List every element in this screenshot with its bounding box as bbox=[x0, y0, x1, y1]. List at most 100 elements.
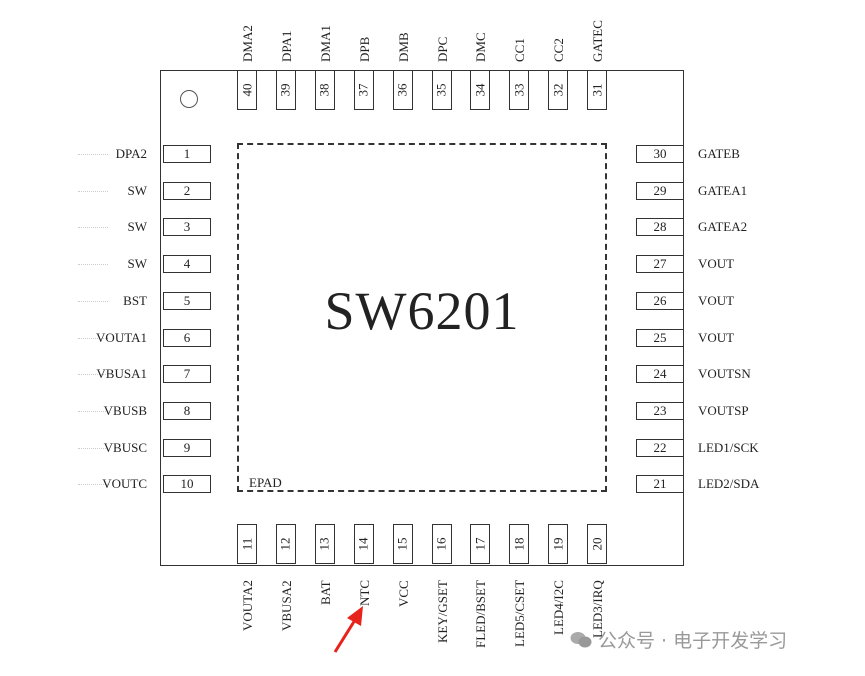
watermark-text: 公众号 · 电子开发学习 bbox=[598, 630, 788, 652]
exposed-pad bbox=[237, 143, 607, 492]
pin-label: DPB bbox=[356, 36, 372, 62]
pin-label: VOUT bbox=[698, 329, 735, 345]
red-arrow-icon bbox=[333, 606, 363, 653]
pin-label: VBUSA2 bbox=[278, 580, 294, 631]
pin-label: VOUTSN bbox=[698, 366, 751, 382]
pin-label: VCC bbox=[395, 580, 411, 607]
pin-number: 29 bbox=[636, 181, 684, 200]
pin-number: 6 bbox=[163, 328, 211, 347]
pin-label: DMA2 bbox=[240, 25, 255, 62]
pin-number-text: 11 bbox=[239, 537, 254, 551]
pin-leader bbox=[78, 374, 108, 376]
pin-number: 7 bbox=[163, 365, 211, 384]
pin-number-text: 15 bbox=[394, 537, 410, 551]
pin-label: GATEC bbox=[590, 20, 606, 62]
pin-number: 25 bbox=[636, 328, 684, 347]
pin-label: VBUSC bbox=[103, 439, 147, 455]
pin-label: FLED/BSET bbox=[473, 580, 489, 648]
pin-label: DMA1 bbox=[317, 25, 333, 62]
pin-label: DMC bbox=[473, 32, 489, 62]
pin-number: 17 bbox=[470, 524, 491, 564]
pin-number-text: 12 bbox=[277, 537, 293, 551]
pin-number: 27 bbox=[636, 255, 684, 274]
pin-number: 32 bbox=[548, 70, 569, 110]
pin-label: VOUTA2 bbox=[240, 580, 255, 631]
pin-number-text: 19 bbox=[550, 537, 566, 551]
pin-number: 22 bbox=[636, 438, 684, 457]
pin-number-text: 36 bbox=[394, 83, 410, 97]
pin-number-text: 34 bbox=[472, 83, 488, 97]
pin-number-text: 40 bbox=[239, 83, 254, 97]
pin-number-text: 33 bbox=[511, 83, 527, 97]
pin-number-text: 16 bbox=[433, 537, 449, 551]
chip-name: SW6201 bbox=[324, 281, 520, 341]
pin-leader bbox=[78, 264, 108, 266]
pin-label: GATEB bbox=[698, 146, 740, 161]
pin-leader bbox=[78, 190, 108, 192]
pin-label: DPA2 bbox=[115, 146, 147, 161]
pin-leader bbox=[78, 410, 108, 412]
pin-number: 18 bbox=[509, 524, 530, 564]
pin-number: 12 bbox=[275, 524, 296, 564]
pin-number: 1 bbox=[163, 145, 211, 163]
pin-number-text: 18 bbox=[511, 537, 527, 551]
pin-label: VOUTA1 bbox=[96, 329, 147, 345]
pin-label: VBUSB bbox=[103, 402, 147, 418]
pin-number: 16 bbox=[431, 524, 452, 564]
pin-label: DPA1 bbox=[278, 30, 294, 62]
pin-number: 13 bbox=[314, 524, 335, 564]
pin-label: VBUSA1 bbox=[96, 366, 147, 382]
pin-label: CC2 bbox=[551, 38, 567, 62]
pin-number-text: 31 bbox=[589, 83, 605, 97]
pin-number: 10 bbox=[163, 475, 211, 494]
pin-number: 30 bbox=[636, 145, 684, 163]
pin-label: SW bbox=[127, 256, 148, 272]
pin-leader bbox=[78, 484, 108, 486]
pin-number: 24 bbox=[636, 365, 684, 384]
wechat-icon bbox=[570, 631, 592, 647]
pin-number: 38 bbox=[314, 70, 335, 110]
pin-leader bbox=[78, 154, 108, 155]
pin-number: 5 bbox=[163, 291, 211, 310]
pin-label: VOUTSP bbox=[698, 402, 749, 418]
pin-number: 35 bbox=[431, 70, 452, 110]
pin-number-text: 14 bbox=[355, 537, 371, 551]
pin-leader bbox=[78, 337, 108, 339]
pin-label: VOUTC bbox=[102, 476, 147, 492]
pin-label: BST bbox=[123, 292, 147, 308]
pin-label: VOUT bbox=[698, 256, 735, 272]
pin1-marker bbox=[180, 90, 198, 108]
pin-label: GATEA1 bbox=[698, 182, 748, 198]
pin-number: 20 bbox=[587, 524, 608, 564]
pin-number-text: 35 bbox=[433, 83, 449, 97]
pin-number: 40 bbox=[237, 70, 257, 110]
pin-label: VOUT bbox=[698, 292, 735, 308]
pin-number-text: 37 bbox=[355, 83, 371, 97]
pin-number: 2 bbox=[163, 181, 211, 200]
pin-label: CC1 bbox=[512, 38, 528, 62]
pin-number: 21 bbox=[636, 475, 684, 494]
pin-label: LED1/SCK bbox=[698, 439, 759, 455]
pin-number: 8 bbox=[163, 401, 211, 420]
pin-number: 37 bbox=[353, 70, 374, 110]
pin-number: 34 bbox=[470, 70, 491, 110]
pin-label: DPC bbox=[434, 36, 450, 62]
pin-number: 9 bbox=[163, 438, 211, 457]
pin-number: 39 bbox=[275, 70, 296, 110]
pin-label: LED5/CSET bbox=[512, 579, 528, 647]
pin-number-text: 39 bbox=[277, 83, 293, 97]
pin-label: SW bbox=[127, 182, 148, 198]
pin-label: SW bbox=[127, 219, 148, 235]
pin-number: 3 bbox=[163, 218, 211, 237]
pin-number: 28 bbox=[636, 218, 684, 237]
pin-number: 4 bbox=[163, 255, 211, 274]
pin-leader bbox=[78, 227, 108, 229]
pin-leader bbox=[78, 300, 108, 302]
pin-number: 31 bbox=[587, 70, 608, 110]
pin-number: 15 bbox=[392, 524, 413, 564]
pin-label: LED2/SDA bbox=[698, 476, 760, 492]
pin-number: 23 bbox=[636, 401, 684, 420]
pin-number: 19 bbox=[548, 524, 569, 564]
chip-body bbox=[160, 70, 684, 566]
pin-number: 36 bbox=[392, 70, 413, 110]
